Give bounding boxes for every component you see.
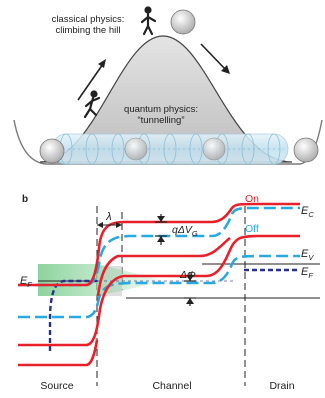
on-label: On	[245, 193, 259, 205]
rock-ball-top	[170, 9, 196, 35]
ef-right-label: EF	[301, 266, 313, 280]
off-valence-band	[18, 254, 300, 319]
climb-arrow	[77, 59, 106, 101]
q-delta-vg-arrow-down	[157, 216, 165, 222]
panel-a: classical physics: climbing the hill qua…	[13, 6, 323, 165]
on-conduction-band	[18, 202, 300, 287]
q-delta-vg-label: qΔVG	[172, 224, 198, 238]
rock-ball-tunnel	[124, 137, 148, 161]
rock-balls	[39, 9, 319, 164]
tunnel-tube	[51, 133, 289, 165]
rock-ball-tunnel	[202, 137, 226, 161]
on-valence-band	[18, 234, 300, 347]
on-channel-conduction-rise	[96, 236, 231, 297]
rock-ball-right	[293, 137, 319, 163]
panel-b: b λ	[18, 193, 320, 392]
drain-label: Drain	[269, 380, 294, 392]
ev-label: EV	[301, 248, 314, 262]
descend-arrow	[200, 43, 230, 74]
classical-label-line2: climbing the hill	[56, 25, 121, 36]
rock-ball-left	[39, 138, 65, 164]
ef-left-label: EF	[20, 275, 32, 289]
delta-phi-arrow-down	[186, 275, 194, 281]
fermi-level-line	[48, 268, 300, 351]
delta-phi-label: ΔΦ	[179, 269, 196, 281]
classical-label-line1: classical physics:	[52, 14, 125, 25]
quantum-label-line2: “tunnelling”	[138, 115, 185, 126]
panel-b-label: b	[22, 194, 28, 205]
channel-label: Channel	[152, 380, 191, 392]
q-delta-vg-arrow-up	[157, 236, 165, 242]
off-conduction-band	[18, 206, 300, 287]
off-label: Off	[245, 223, 259, 235]
lambda-label: λ	[105, 211, 111, 223]
lambda-dimension	[97, 222, 122, 228]
climber-top-figure	[140, 6, 157, 36]
delta-phi-arrow-up	[186, 298, 194, 304]
ec-label: EC	[301, 205, 314, 219]
climber-bottom-figure	[83, 90, 101, 119]
on-source-low	[18, 339, 99, 367]
source-label: Source	[40, 380, 73, 392]
quantum-label-line1: quantum physics:	[124, 104, 198, 115]
